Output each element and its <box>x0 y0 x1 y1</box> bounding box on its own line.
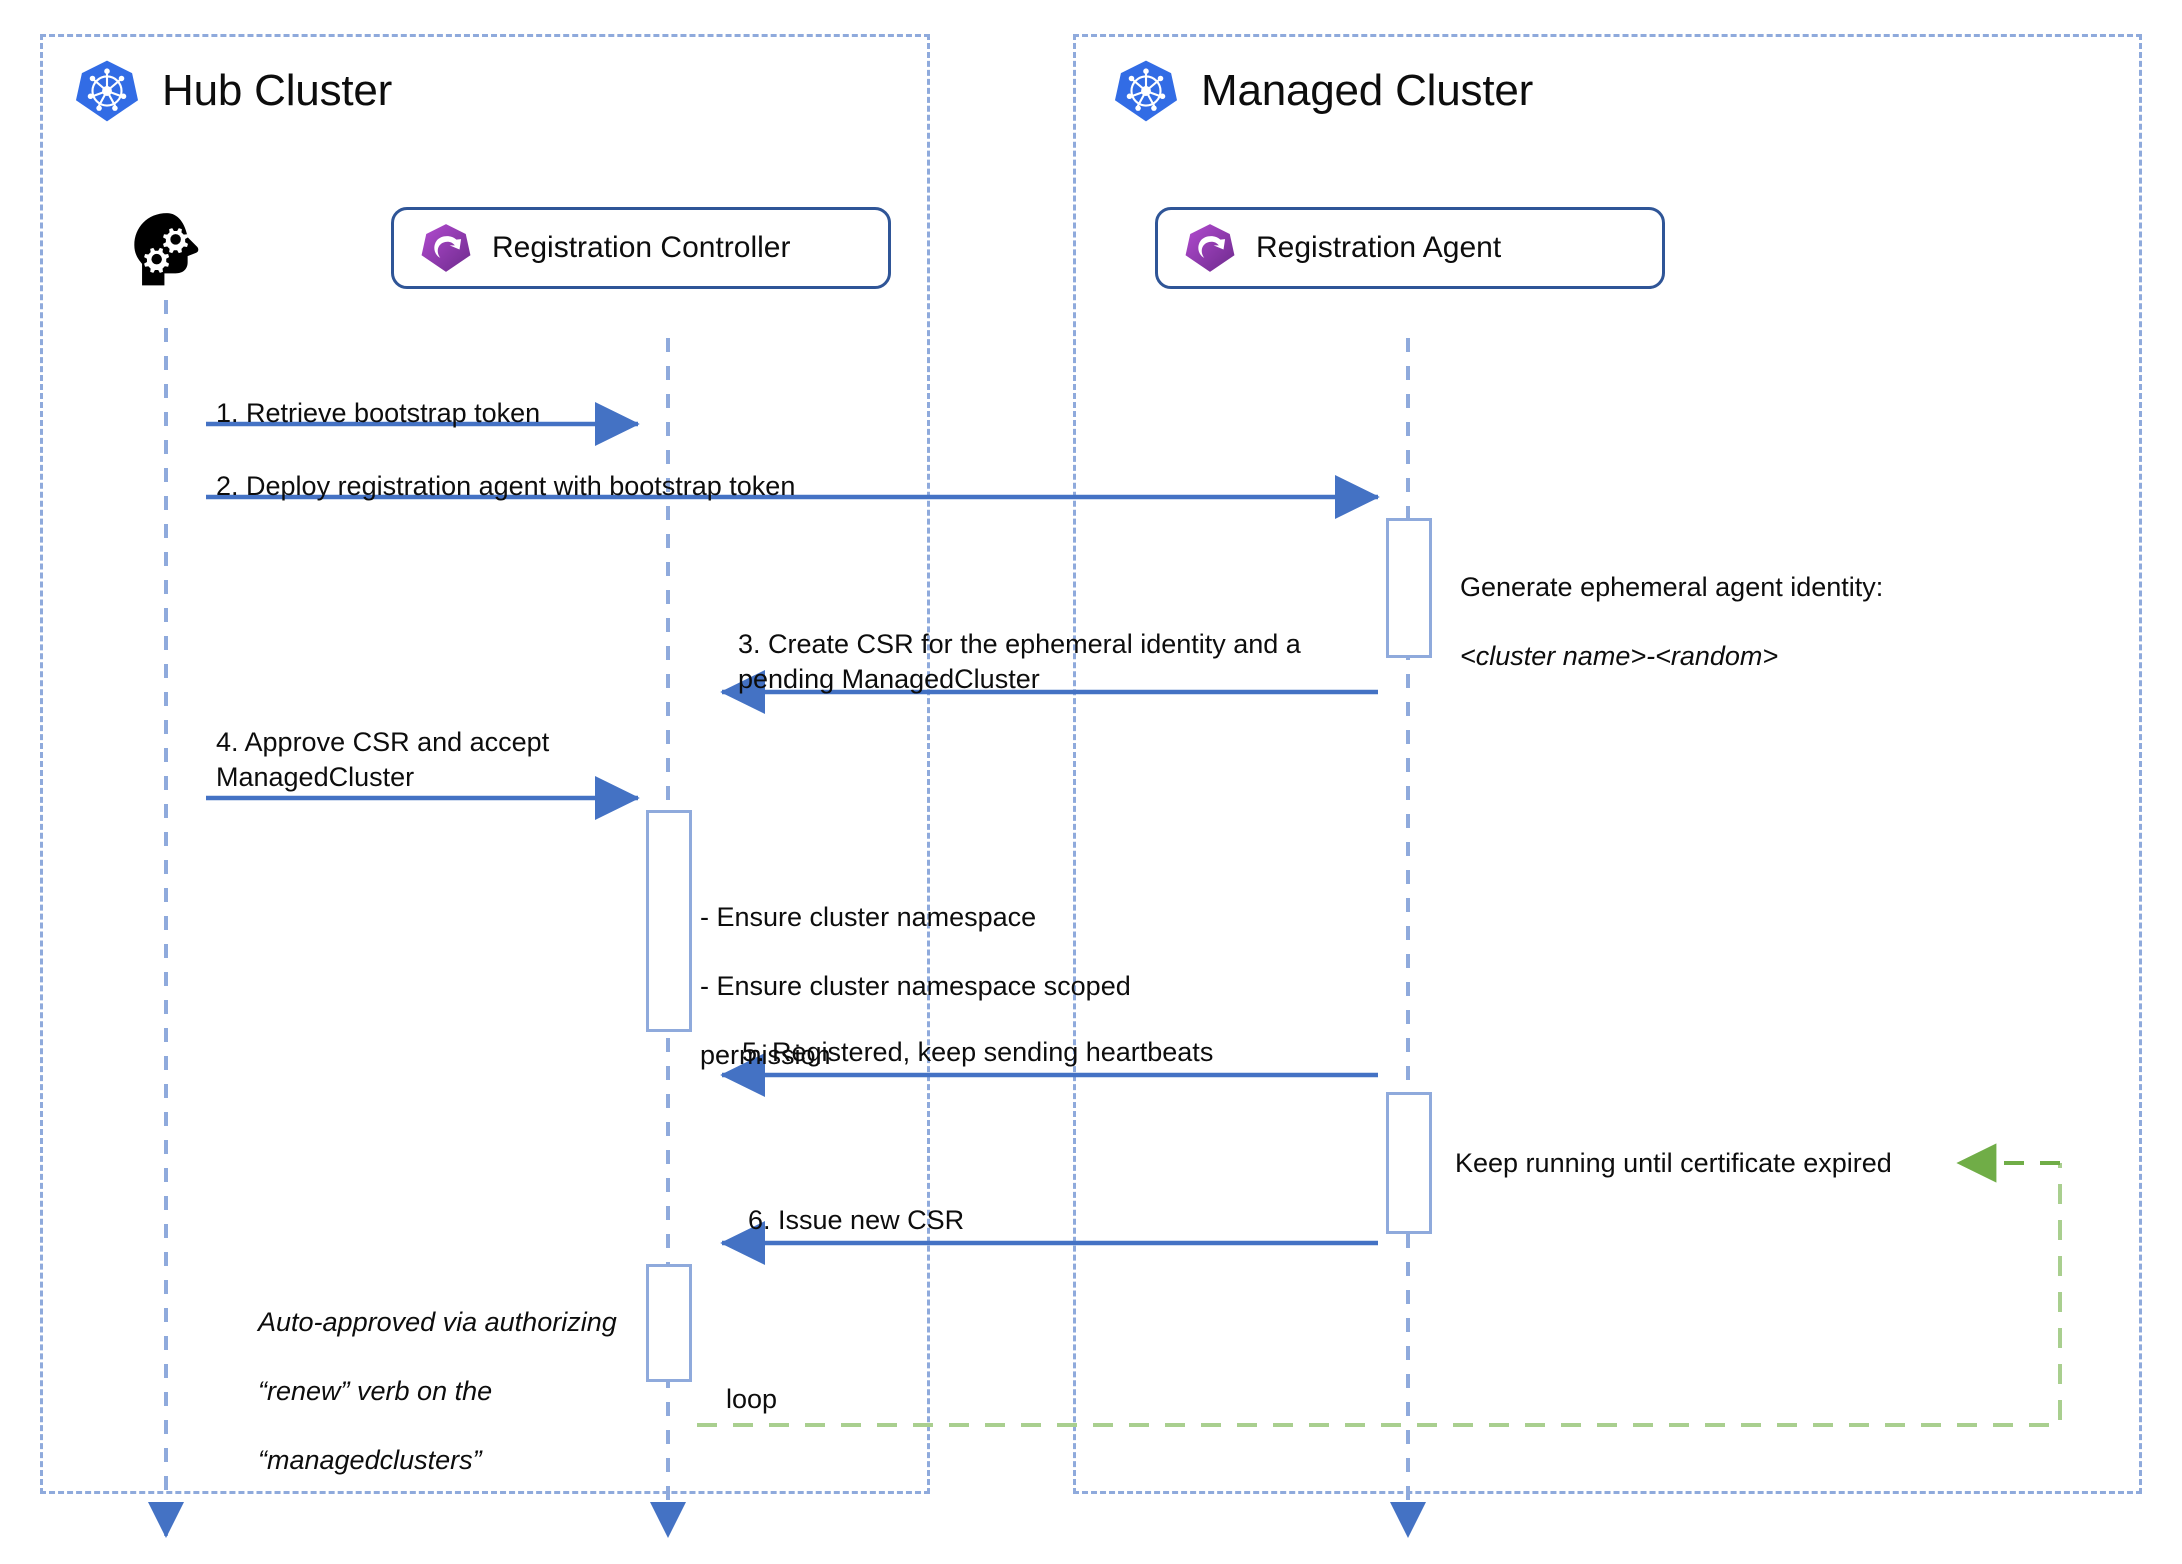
kubernetes-icon <box>74 58 140 124</box>
loop-label: loop <box>726 1384 778 1414</box>
participant-registration-agent[interactable]: Registration Agent <box>1155 207 1665 289</box>
activation-registration-controller-1 <box>646 810 692 1032</box>
message-label-5: 5. Registered, keep sending heartbeats <box>742 1037 1214 1067</box>
note-ensure-namespace-line1: - Ensure cluster namespace <box>700 901 1037 932</box>
participant-label: Registration Agent <box>1256 231 1502 264</box>
message-label-2: 2. Deploy registration agent with bootst… <box>216 471 796 501</box>
kubernetes-icon <box>1113 58 1179 124</box>
note-auto-approved-line2: “renew” verb on the <box>258 1375 493 1406</box>
note-keep-running: Keep running until certificate expired <box>1455 1148 1892 1178</box>
activation-registration-agent-2 <box>1386 1092 1432 1234</box>
cluster-title-managed-label: Managed Cluster <box>1201 66 1534 115</box>
ocm-icon <box>420 222 472 274</box>
activation-registration-agent-1 <box>1386 518 1432 658</box>
note-ephemeral-identity: Generate ephemeral agent identity: <clus… <box>1460 535 1883 708</box>
message-label-3: 3. Create CSR for the ephemeral identity… <box>738 629 1301 694</box>
participant-registration-controller[interactable]: Registration Controller <box>391 207 891 289</box>
message-label-4: 4. Approve CSR and accept ManagedCluster <box>216 727 550 792</box>
note-ensure-namespace-line2: - Ensure cluster namespace scoped <box>700 970 1131 1001</box>
note-ephemeral-identity-line2: <cluster name>-<random> <box>1460 640 1779 671</box>
participant-admin[interactable] <box>124 208 210 299</box>
message-label-6: 6. Issue new CSR <box>748 1205 965 1235</box>
note-ephemeral-identity-line1: Generate ephemeral agent identity: <box>1460 571 1884 602</box>
head-with-gears-icon <box>124 208 210 294</box>
note-auto-approved: Auto-approved via authorizing “renew” ve… <box>258 1270 617 1512</box>
ocm-icon <box>1184 222 1236 274</box>
cluster-title-hub: Hub Cluster <box>74 58 392 124</box>
message-label-1: 1. Retrieve bootstrap token <box>216 398 541 428</box>
note-ensure-namespace-line3: permission <box>700 1039 831 1070</box>
note-auto-approved-line3: “managedclusters” <box>258 1444 482 1475</box>
cluster-frame-managed <box>1073 34 2142 1494</box>
note-ensure-namespace: - Ensure cluster namespace - Ensure clus… <box>700 865 1131 1107</box>
activation-registration-controller-2 <box>646 1264 692 1382</box>
cluster-frame-hub <box>40 34 930 1494</box>
participant-label: Registration Controller <box>492 231 791 264</box>
note-auto-approved-line1: Auto-approved via authorizing <box>258 1306 617 1337</box>
cluster-title-hub-label: Hub Cluster <box>162 66 393 115</box>
cluster-title-managed: Managed Cluster <box>1113 58 1533 124</box>
